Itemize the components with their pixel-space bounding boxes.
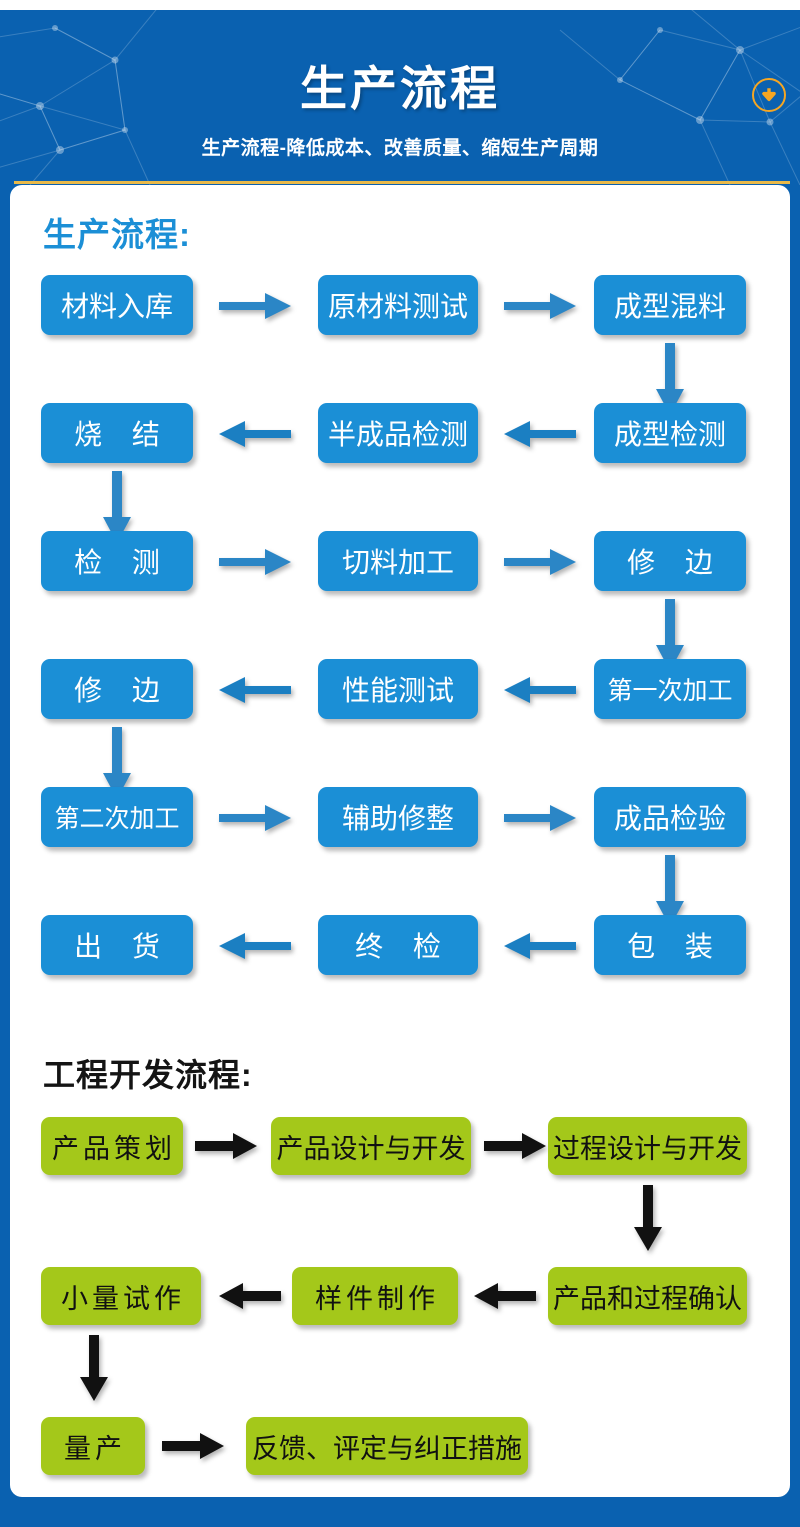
flow-box[interactable]: 产品设计与开发 <box>271 1117 471 1175</box>
flow-box[interactable]: 辅助修整 <box>318 787 478 847</box>
flow-box[interactable]: 反馈、评定与纠正措施 <box>246 1417 528 1475</box>
flow-box[interactable]: 烧 结 <box>41 403 193 463</box>
arrow-right-icon <box>504 805 576 831</box>
arrow-down-icon <box>103 471 131 543</box>
arrow-left-icon <box>219 1283 281 1309</box>
arrow-right-icon <box>162 1433 224 1459</box>
arrow-left-icon <box>219 677 291 703</box>
arrow-down-icon <box>656 855 684 927</box>
flow-box[interactable]: 切料加工 <box>318 531 478 591</box>
arrow-down-icon <box>103 727 131 799</box>
flow-box[interactable]: 小量试作 <box>41 1267 201 1325</box>
arrow-left-icon <box>504 421 576 447</box>
arrow-right-icon <box>219 549 291 575</box>
flow-box[interactable]: 产品和过程确认 <box>548 1267 747 1325</box>
flow-box[interactable]: 出 货 <box>41 915 193 975</box>
arrow-left-icon <box>504 933 576 959</box>
arrow-right-icon <box>504 293 576 319</box>
arrow-left-icon <box>219 421 291 447</box>
flow-box[interactable]: 成品检验 <box>594 787 746 847</box>
arrow-down-icon <box>656 343 684 415</box>
section-heading-production: 生产流程: <box>43 216 191 253</box>
arrow-right-icon <box>504 549 576 575</box>
arrow-right-icon <box>219 293 291 319</box>
flow-box[interactable]: 成型检测 <box>594 403 746 463</box>
flow-box[interactable]: 量产 <box>41 1417 145 1475</box>
arrow-left-icon <box>474 1283 536 1309</box>
arrow-down-icon <box>634 1185 662 1251</box>
arrow-right-icon <box>484 1133 546 1159</box>
arrow-left-icon <box>219 933 291 959</box>
arrow-right-icon <box>195 1133 257 1159</box>
flow-box[interactable]: 修 边 <box>594 531 746 591</box>
arrow-down-icon <box>80 1335 108 1401</box>
flow-box[interactable]: 性能测试 <box>318 659 478 719</box>
content-card: 生产流程: 材料入库 原材料测试 成型混料 成型检测 半成品检测 烧 结 <box>10 185 790 1497</box>
flow-box[interactable]: 检 测 <box>41 531 193 591</box>
flow-box[interactable]: 过程设计与开发 <box>548 1117 747 1175</box>
flow-box[interactable]: 第二次加工 <box>41 787 193 847</box>
banner-title: 生产流程 <box>300 62 500 115</box>
arrow-left-icon <box>504 677 576 703</box>
section-heading-engineering: 工程开发流程: <box>43 1057 253 1093</box>
banner-divider <box>14 181 790 184</box>
flow-box[interactable]: 第一次加工 <box>594 659 746 719</box>
flow-box[interactable]: 包 装 <box>594 915 746 975</box>
flow-box[interactable]: 半成品检测 <box>318 403 478 463</box>
arrow-down-icon <box>656 599 684 671</box>
banner-subtitle: 生产流程-降低成本、改善质量、缩短生产周期 <box>201 138 599 159</box>
flow-box[interactable]: 修 边 <box>41 659 193 719</box>
download-circle-icon[interactable] <box>752 78 786 112</box>
flow-box[interactable]: 终 检 <box>318 915 478 975</box>
flow-box[interactable]: 成型混料 <box>594 275 746 335</box>
arrow-right-icon <box>219 805 291 831</box>
flow-box[interactable]: 产品策划 <box>41 1117 183 1175</box>
flow-box[interactable]: 样件制作 <box>292 1267 458 1325</box>
flow-box[interactable]: 原材料测试 <box>318 275 478 335</box>
flow-box[interactable]: 材料入库 <box>41 275 193 335</box>
